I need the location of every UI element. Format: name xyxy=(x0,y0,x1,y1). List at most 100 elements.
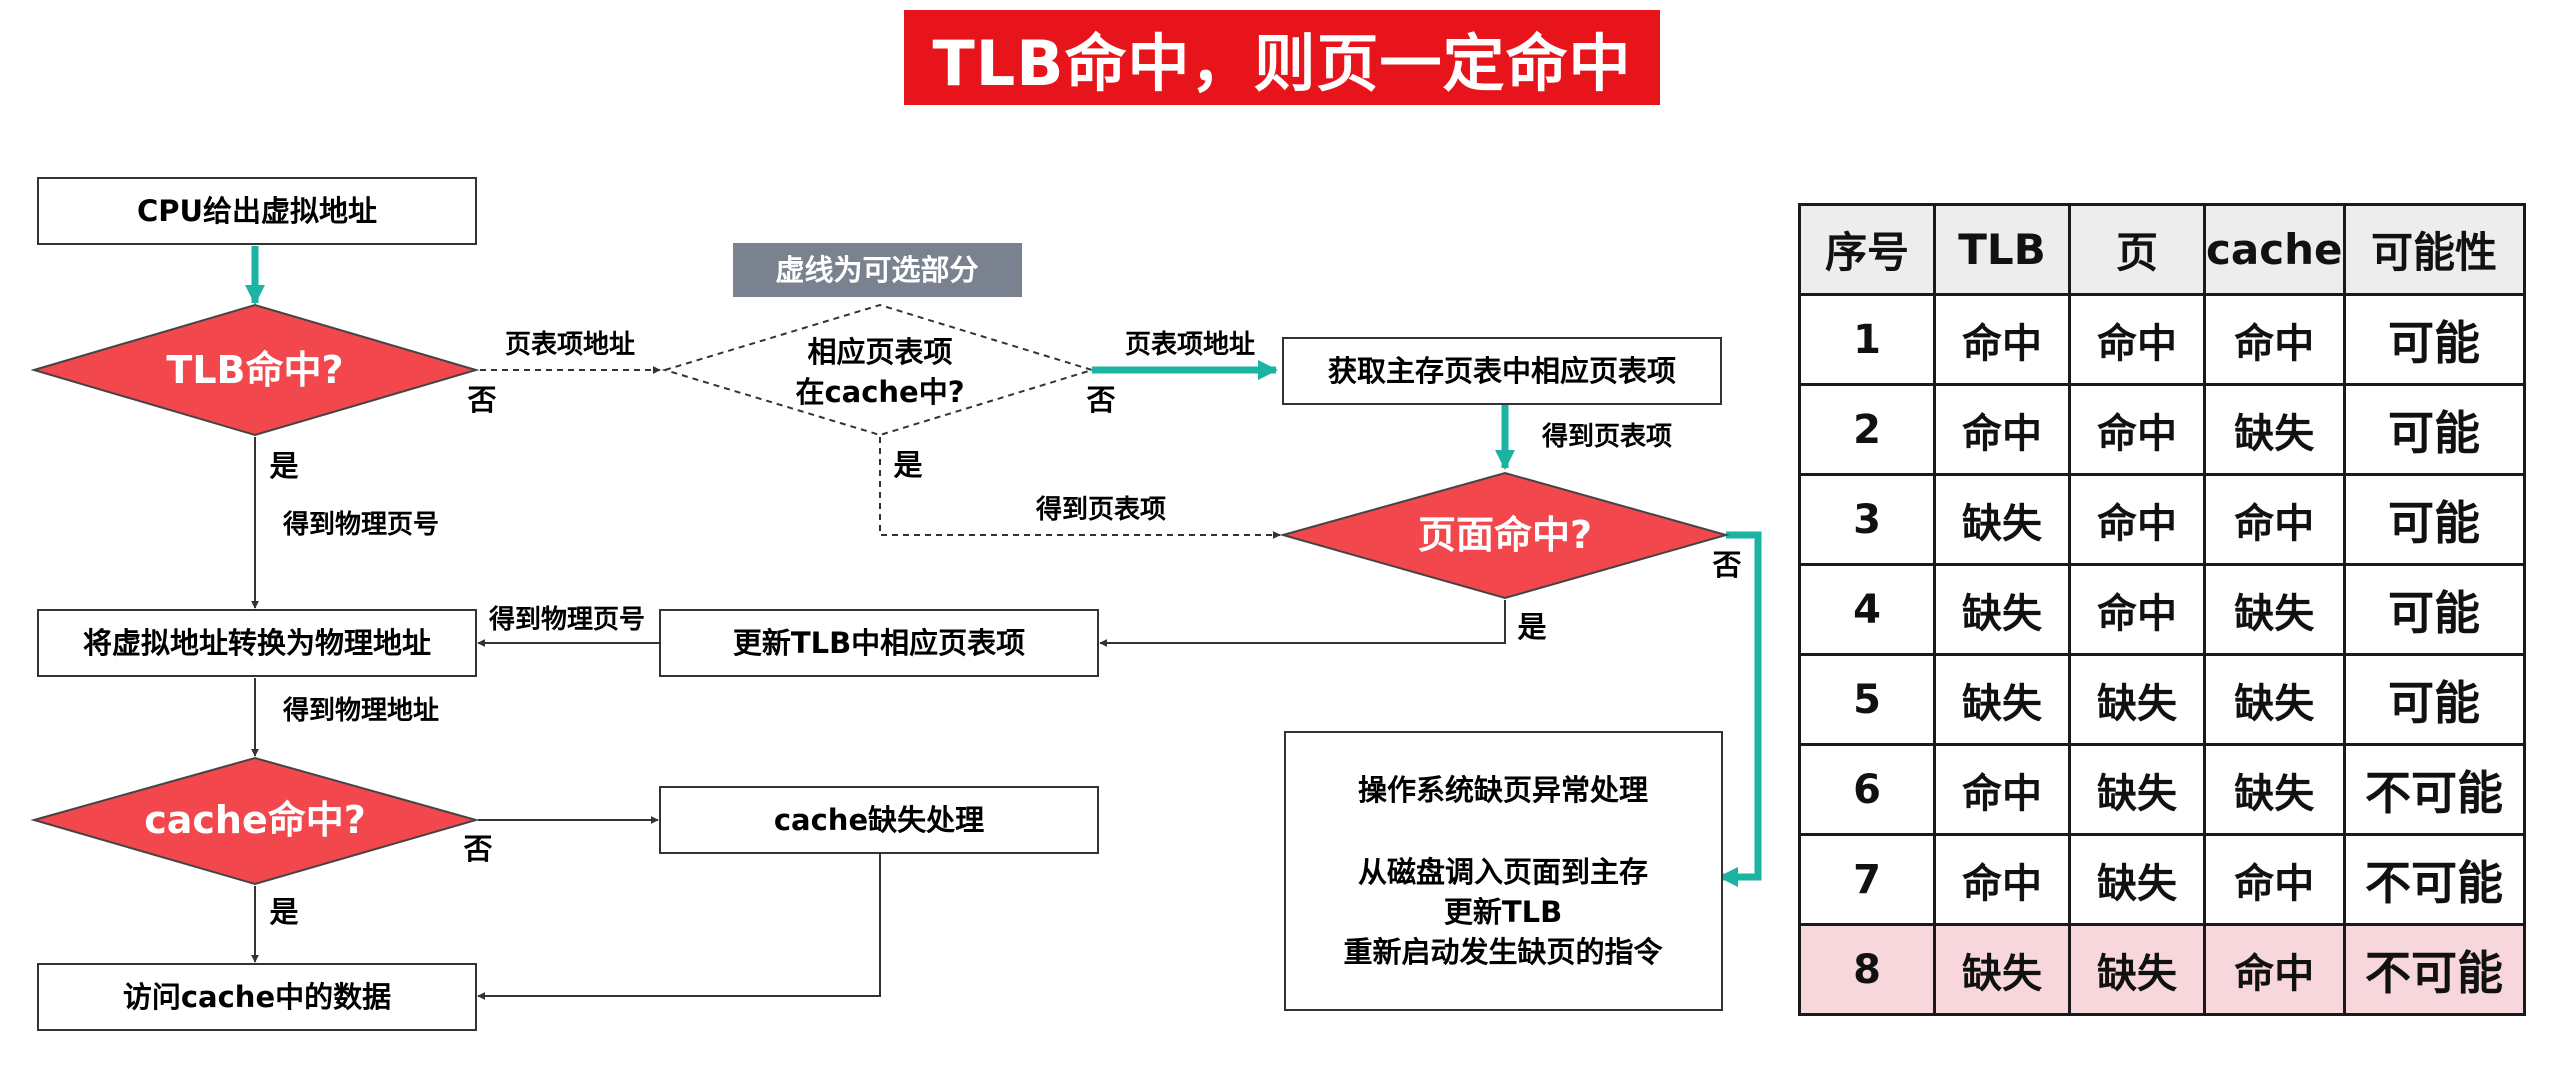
fetch-pte-text: 获取主存页表中相应页表项 xyxy=(1328,354,1676,388)
cache-decision-diamond xyxy=(30,756,480,886)
cache-miss-text: cache缺失处理 xyxy=(774,803,984,837)
cell-index: 5 xyxy=(1798,653,1936,746)
cell-tlb: 命中 xyxy=(1933,833,2071,926)
label-pte-addr-2: 页表项地址 xyxy=(1125,330,1255,360)
label-yes-cache: 是 xyxy=(269,895,298,929)
cell-page: 缺失 xyxy=(2068,923,2206,1016)
cell-tlb: 缺失 xyxy=(1933,653,2071,746)
page-title: TLB命中，则页一定命中 xyxy=(932,26,1632,100)
label-yes-cachepte: 是 xyxy=(893,448,922,482)
cell-possibility: 可能 xyxy=(2342,563,2526,656)
cell-page: 命中 xyxy=(2068,293,2206,386)
cell-page: 缺失 xyxy=(2068,833,2206,926)
tlb-decision-diamond xyxy=(30,303,480,437)
cell-possibility: 可能 xyxy=(2342,293,2526,386)
header-cache: cache xyxy=(2203,203,2346,296)
update-tlb-text: 更新TLB中相应页表项 xyxy=(733,626,1025,660)
cell-possibility: 不可能 xyxy=(2342,743,2526,836)
arrow-page-to-update xyxy=(1099,600,1506,647)
cell-page: 命中 xyxy=(2068,473,2206,566)
cell-cache: 缺失 xyxy=(2203,563,2346,656)
dashed-note-box xyxy=(733,243,1022,297)
tlb-decision-text: TLB命中? xyxy=(166,348,343,392)
cell-index: 1 xyxy=(1798,293,1936,386)
arrow-cachepte-to-page xyxy=(879,437,1281,539)
label-pte-addr-1: 页表项地址 xyxy=(505,330,635,360)
cell-cache: 缺失 xyxy=(2203,653,2346,746)
cache-decision-text: cache命中? xyxy=(144,798,366,842)
cell-page: 缺失 xyxy=(2068,743,2206,836)
arrow-miss-to-access xyxy=(477,854,881,1000)
cell-page: 命中 xyxy=(2068,563,2206,656)
header-possibility: 可能性 xyxy=(2342,203,2526,296)
table-row: 3 缺失 命中 命中 可能 xyxy=(1798,473,2526,566)
label-got-pa: 得到物理地址 xyxy=(282,696,439,726)
fetch-pte-box xyxy=(1282,337,1722,405)
header-index: 序号 xyxy=(1798,203,1936,296)
cell-tlb: 命中 xyxy=(1933,293,2071,386)
page-decision-text: 页面命中? xyxy=(1418,513,1592,557)
cell-index: 2 xyxy=(1798,383,1936,476)
table-row: 4 缺失 命中 缺失 可能 xyxy=(1798,563,2526,656)
cell-tlb: 缺失 xyxy=(1933,923,2071,1016)
start-box xyxy=(37,177,477,245)
label-yes-tlb: 是 xyxy=(269,449,298,483)
label-no-tlb: 否 xyxy=(467,383,496,417)
label-no-page: 否 xyxy=(1712,548,1741,582)
dashed-note-text: 虚线为可选部分 xyxy=(775,253,978,287)
cell-page: 缺失 xyxy=(2068,653,2206,746)
cell-tlb: 命中 xyxy=(1933,383,2071,476)
translate-box xyxy=(37,609,477,677)
possibility-table: 序号 TLB 页 cache 可能性 1 命中 命中 命中 可能 2 命中 命中… xyxy=(1798,203,2526,1016)
cell-tlb: 缺失 xyxy=(1933,473,2071,566)
cache-pte-line2: 在cache中? xyxy=(795,375,964,409)
page-decision-diamond xyxy=(1279,471,1730,600)
cell-cache: 缺失 xyxy=(2203,743,2346,836)
arrow-page-to-os xyxy=(1718,531,1762,887)
table-row-highlighted: 8 缺失 缺失 命中 不可能 xyxy=(1798,923,2526,1016)
cache-pte-diamond xyxy=(661,303,1096,437)
access-data-box xyxy=(37,963,477,1031)
table-row: 6 命中 缺失 缺失 不可能 xyxy=(1798,743,2526,836)
table-row: 7 命中 缺失 命中 不可能 xyxy=(1798,833,2526,926)
label-no-cachepte: 否 xyxy=(1086,383,1115,417)
cell-tlb: 命中 xyxy=(1933,743,2071,836)
cell-cache: 命中 xyxy=(2203,923,2346,1016)
cell-page: 命中 xyxy=(2068,383,2206,476)
translate-text: 将虚拟地址转换为物理地址 xyxy=(83,626,431,660)
cell-possibility: 不可能 xyxy=(2342,833,2526,926)
flowchart: CPU给出虚拟地址 TLB命中? 虚线为可选部分 相应页表项 在cache中? … xyxy=(30,177,1762,1031)
cache-pte-line1: 相应页表项 xyxy=(807,335,952,369)
os-handler-title: 操作系统缺页异常处理 xyxy=(1358,773,1648,807)
title-banner: TLB命中，则页一定命中 xyxy=(904,10,1660,105)
cell-cache: 命中 xyxy=(2203,833,2346,926)
cell-cache: 命中 xyxy=(2203,293,2346,386)
cell-possibility: 可能 xyxy=(2342,473,2526,566)
update-tlb-box xyxy=(659,609,1099,677)
cell-index: 3 xyxy=(1798,473,1936,566)
cache-miss-box xyxy=(659,786,1099,854)
os-handler-line3: 重新启动发生缺页的指令 xyxy=(1343,935,1663,969)
label-got-pte-2: 得到页表项 xyxy=(1541,422,1672,452)
cell-cache: 命中 xyxy=(2203,473,2346,566)
label-got-pte-1: 得到页表项 xyxy=(1035,495,1166,525)
cell-tlb: 缺失 xyxy=(1933,563,2071,656)
start-text: CPU给出虚拟地址 xyxy=(137,194,377,228)
label-yes-page: 是 xyxy=(1517,610,1546,644)
os-handler-box xyxy=(1284,731,1723,1011)
label-got-ppn-2: 得到物理页号 xyxy=(488,605,645,635)
cell-possibility: 不可能 xyxy=(2342,923,2526,1016)
os-handler-line1: 从磁盘调入页面到主存 xyxy=(1358,855,1648,889)
label-no-cache: 否 xyxy=(463,832,492,866)
access-data-text: 访问cache中的数据 xyxy=(123,980,391,1014)
cell-cache: 缺失 xyxy=(2203,383,2346,476)
label-got-ppn-1: 得到物理页号 xyxy=(282,510,439,540)
table-row: 1 命中 命中 命中 可能 xyxy=(1798,293,2526,386)
cell-index: 6 xyxy=(1798,743,1936,836)
header-tlb: TLB xyxy=(1933,203,2071,296)
cell-index: 7 xyxy=(1798,833,1936,926)
cell-possibility: 可能 xyxy=(2342,383,2526,476)
header-page: 页 xyxy=(2068,203,2206,296)
table-header-row: 序号 TLB 页 cache 可能性 xyxy=(1798,203,2526,296)
table-row: 5 缺失 缺失 缺失 可能 xyxy=(1798,653,2526,746)
